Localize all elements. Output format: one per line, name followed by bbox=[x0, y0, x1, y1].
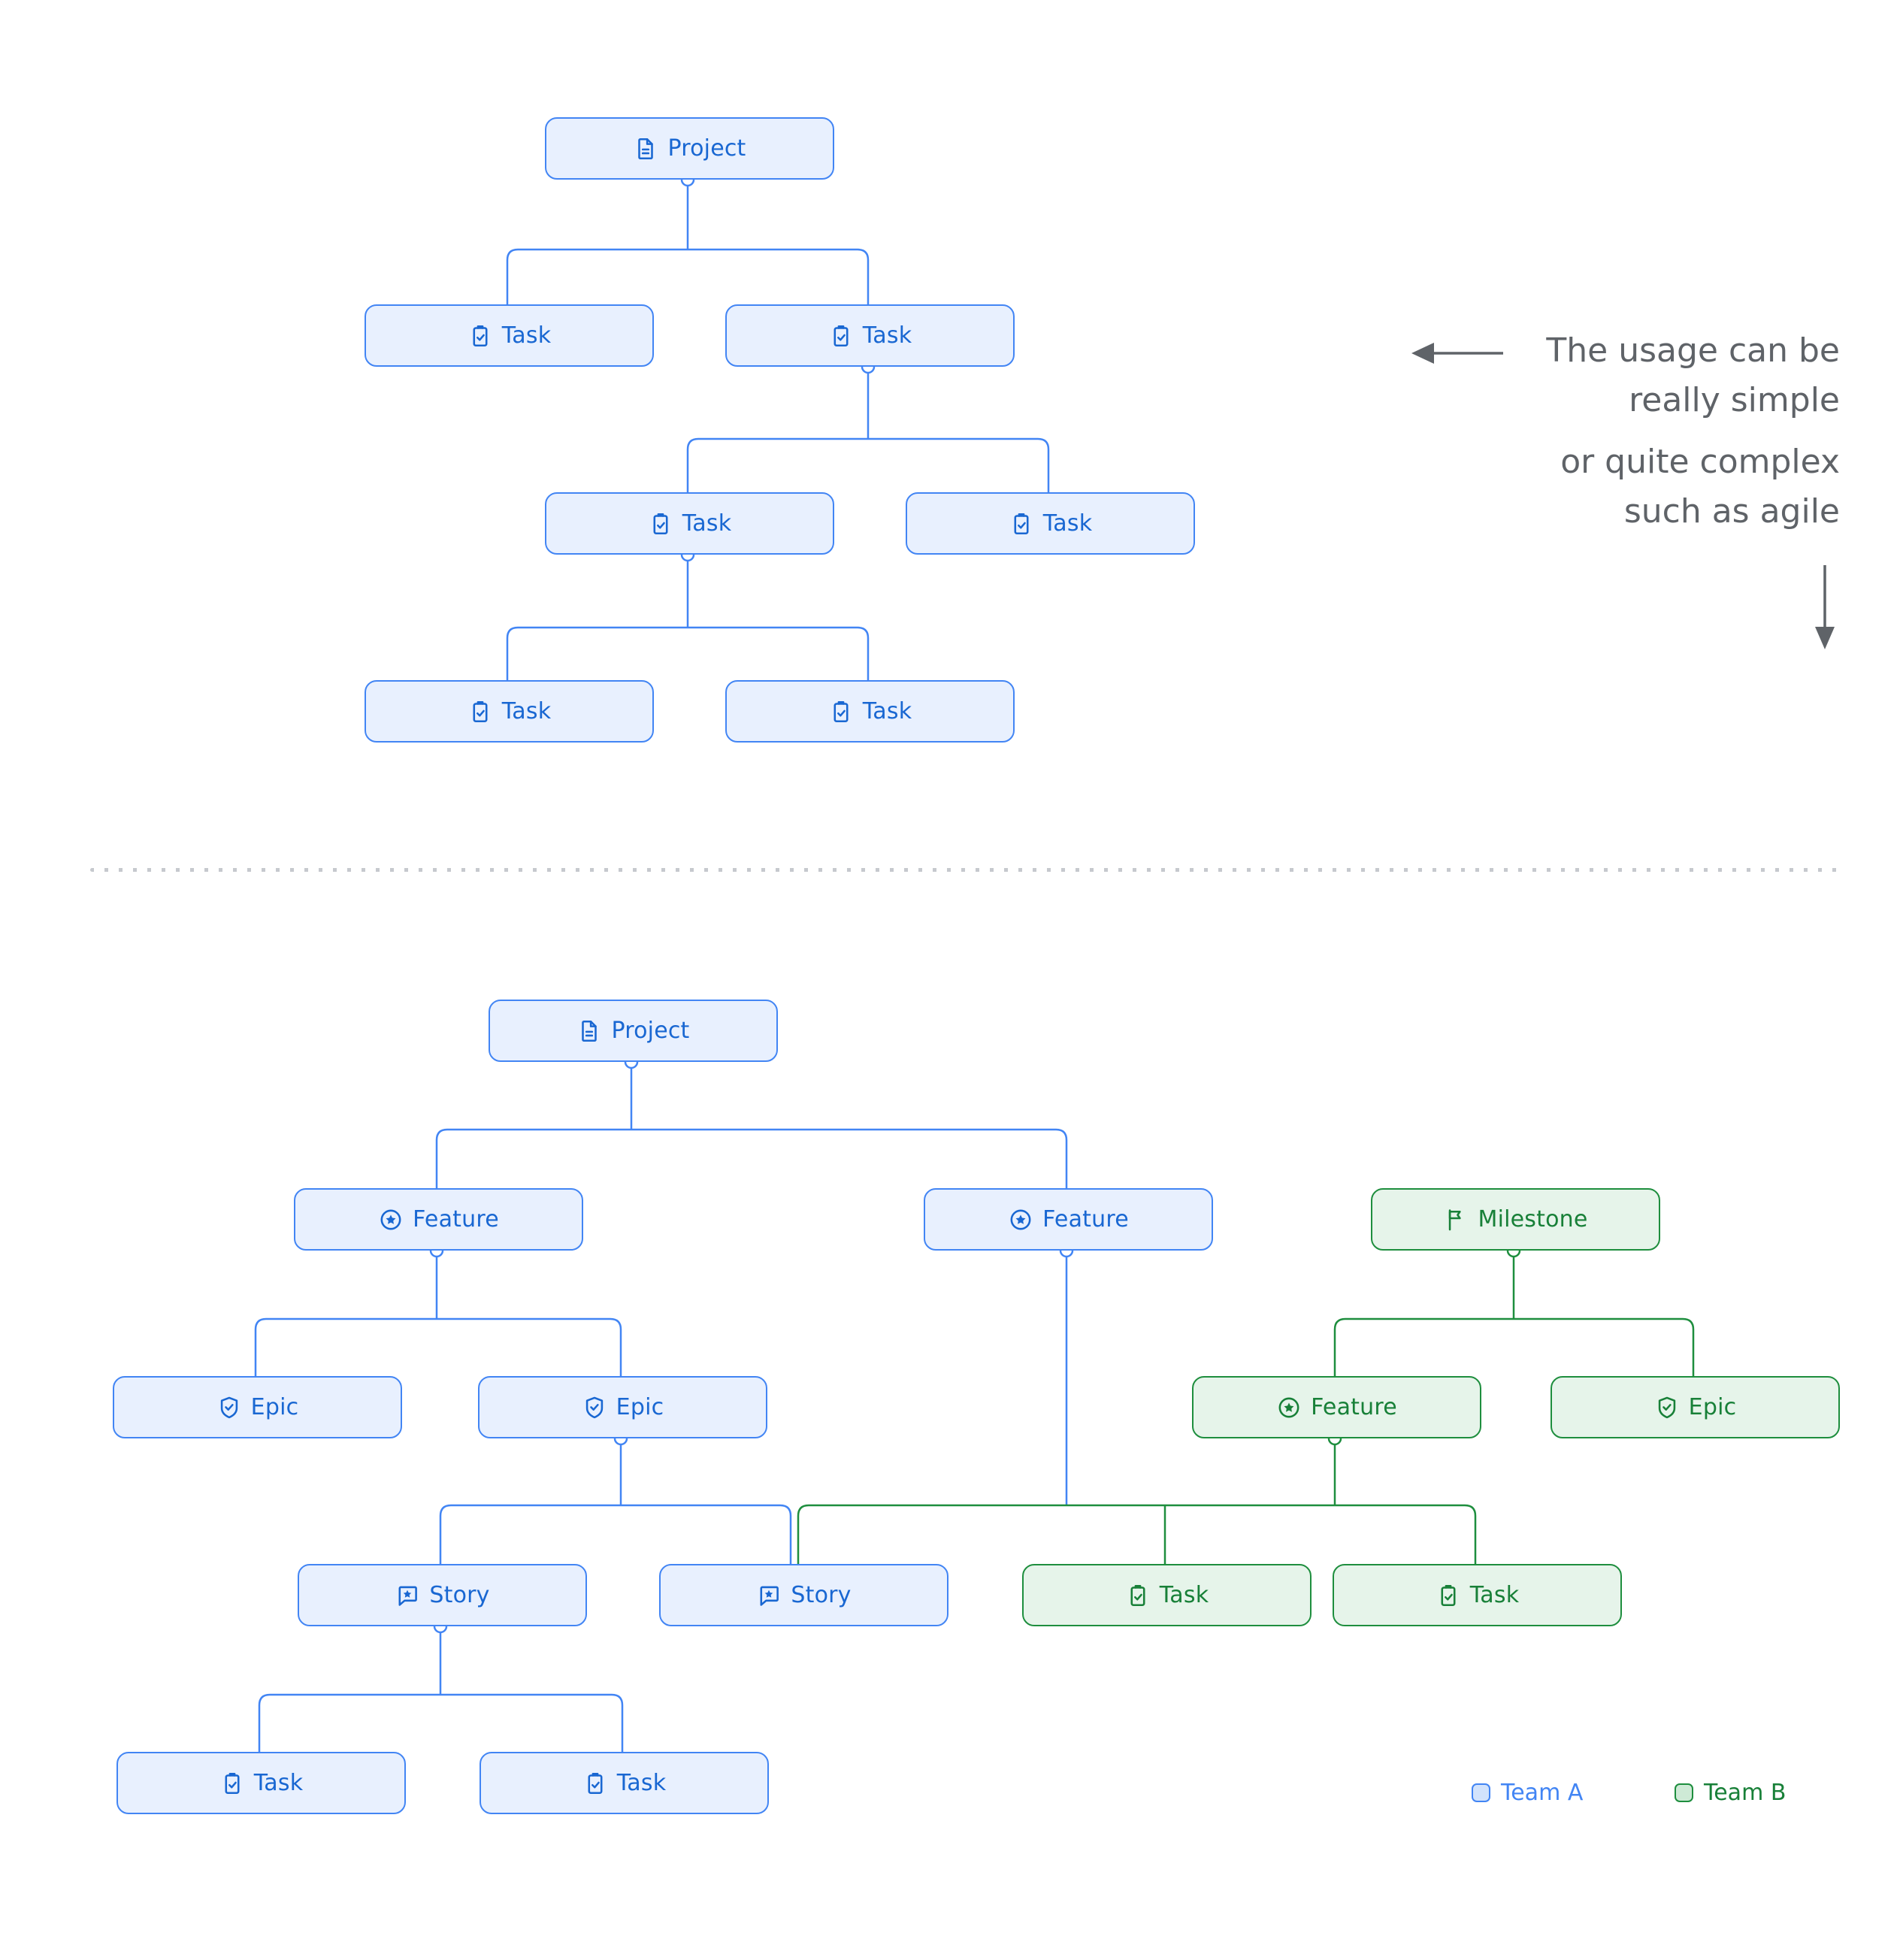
down-arrow-head bbox=[1815, 627, 1835, 649]
epic-shield-icon bbox=[1654, 1395, 1680, 1420]
feature-icon bbox=[378, 1207, 404, 1233]
node-story[interactable]: Story bbox=[659, 1564, 948, 1626]
task-icon bbox=[582, 1771, 608, 1796]
node-label: Epic bbox=[616, 1394, 664, 1420]
note-line-3: or quite complex bbox=[1560, 443, 1840, 481]
node-task[interactable]: Task bbox=[480, 1752, 769, 1814]
node-label: Project bbox=[611, 1018, 690, 1044]
node-label: Task bbox=[682, 510, 732, 537]
node-task[interactable]: Task bbox=[365, 680, 654, 743]
node-project[interactable]: Project bbox=[545, 117, 834, 180]
dotted-divider bbox=[90, 868, 1838, 872]
feature-icon bbox=[1276, 1395, 1302, 1420]
node-label: Task bbox=[1042, 510, 1093, 537]
node-label: Project bbox=[667, 135, 746, 162]
task-icon bbox=[1125, 1583, 1151, 1608]
task-icon bbox=[648, 511, 673, 537]
node-task[interactable]: Task bbox=[1022, 1564, 1312, 1626]
task-icon bbox=[1436, 1583, 1461, 1608]
node-label: Epic bbox=[1688, 1394, 1737, 1420]
node-label: Task bbox=[501, 322, 552, 349]
team-a-swatch bbox=[1472, 1783, 1490, 1802]
node-task[interactable]: Task bbox=[906, 492, 1195, 555]
node-label: Epic bbox=[250, 1394, 299, 1420]
task-icon bbox=[1009, 511, 1034, 537]
note-line-1: The usage can be bbox=[1546, 331, 1840, 370]
node-feature[interactable]: Feature bbox=[294, 1188, 583, 1251]
node-feature[interactable]: Feature bbox=[924, 1188, 1213, 1251]
node-epic[interactable]: Epic bbox=[478, 1376, 767, 1438]
node-label: Story bbox=[791, 1582, 852, 1608]
task-icon bbox=[467, 323, 493, 349]
node-label: Task bbox=[501, 698, 552, 724]
team-a-label: Team A bbox=[1501, 1780, 1584, 1806]
node-project[interactable]: Project bbox=[489, 1000, 778, 1062]
legend-team-a: Team A bbox=[1472, 1780, 1583, 1806]
note-line-4: such as agile bbox=[1623, 492, 1840, 531]
team-a-connectors bbox=[254, 172, 1074, 1752]
team-b-label: Team B bbox=[1704, 1780, 1787, 1806]
feature-icon bbox=[1008, 1207, 1033, 1233]
team-b-swatch bbox=[1675, 1783, 1693, 1802]
node-milestone[interactable]: Milestone bbox=[1371, 1188, 1660, 1251]
node-label: Story bbox=[429, 1582, 490, 1608]
epic-shield-icon bbox=[216, 1395, 242, 1420]
node-label: Task bbox=[1469, 1582, 1520, 1608]
node-label: Task bbox=[862, 322, 912, 349]
annotation-note: The usage can be really simple or quite … bbox=[1546, 326, 1840, 537]
epic-shield-icon bbox=[582, 1395, 607, 1420]
node-task[interactable]: Task bbox=[725, 680, 1015, 743]
node-task[interactable]: Task bbox=[1333, 1564, 1622, 1626]
node-label: Task bbox=[253, 1770, 304, 1796]
note-line-2: really simple bbox=[1629, 381, 1840, 419]
task-icon bbox=[828, 323, 854, 349]
document-icon bbox=[633, 136, 658, 162]
node-label: Task bbox=[862, 698, 912, 724]
task-icon bbox=[219, 1771, 245, 1796]
node-task[interactable]: Task bbox=[116, 1752, 406, 1814]
task-icon bbox=[828, 699, 854, 724]
milestone-flag-icon bbox=[1443, 1207, 1469, 1233]
node-label: Feature bbox=[1311, 1394, 1397, 1420]
node-task[interactable]: Task bbox=[365, 304, 654, 367]
node-feature[interactable]: Feature bbox=[1192, 1376, 1481, 1438]
node-task[interactable]: Task bbox=[545, 492, 834, 555]
node-epic[interactable]: Epic bbox=[1551, 1376, 1840, 1438]
node-label: Feature bbox=[413, 1206, 499, 1233]
document-icon bbox=[576, 1018, 602, 1044]
left-arrow-head bbox=[1411, 343, 1434, 364]
story-bubble-icon bbox=[756, 1583, 782, 1608]
node-task[interactable]: Task bbox=[725, 304, 1015, 367]
node-label: Task bbox=[1159, 1582, 1209, 1608]
node-story[interactable]: Story bbox=[298, 1564, 587, 1626]
node-epic[interactable]: Epic bbox=[113, 1376, 402, 1438]
node-label: Feature bbox=[1042, 1206, 1129, 1233]
node-label: Task bbox=[616, 1770, 667, 1796]
node-label: Milestone bbox=[1478, 1206, 1588, 1233]
story-bubble-icon bbox=[395, 1583, 420, 1608]
task-icon bbox=[467, 699, 493, 724]
legend-team-b: Team B bbox=[1675, 1780, 1786, 1806]
